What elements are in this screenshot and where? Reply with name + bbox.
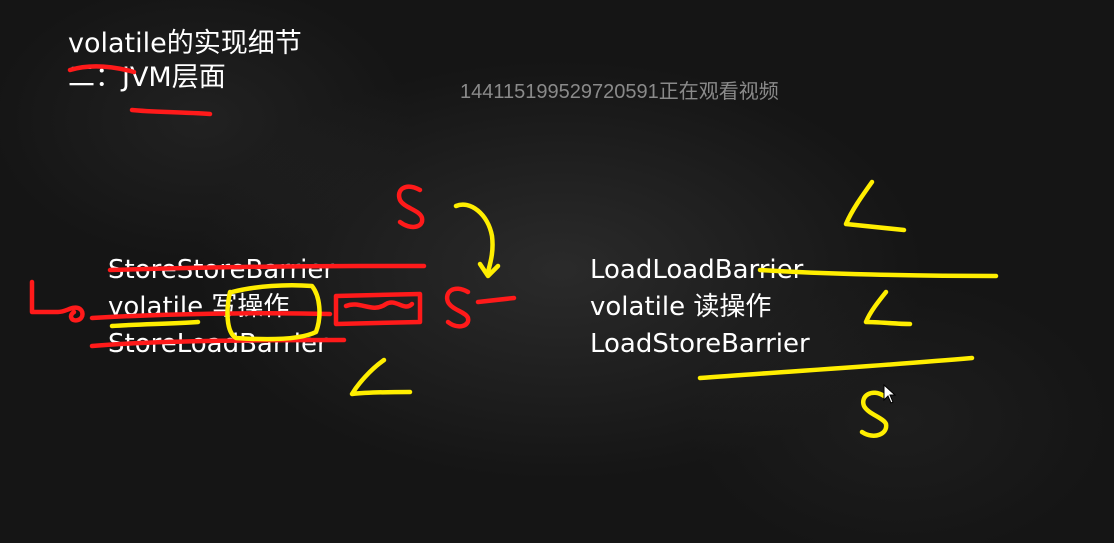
viewer-watermark: 1441151995297205​91正在观看视频 [460, 81, 779, 103]
store-load-barrier-label: StoreLoadBarrier [108, 329, 328, 359]
volatile-read-label: volatile 读操作 [590, 292, 772, 322]
store-store-barrier-label: StoreStoreBarrier [108, 255, 335, 285]
load-load-barrier-label: LoadLoadBarrier [590, 255, 804, 285]
load-store-barrier-label: LoadStoreBarrier [590, 329, 810, 359]
volatile-write-label: volatile 写操作 [108, 292, 290, 322]
slide-title: volatile的实现细节 [68, 28, 302, 59]
slide-subtitle: 二：JVM层面 [68, 62, 226, 93]
mouse-pointer-icon [883, 384, 897, 404]
